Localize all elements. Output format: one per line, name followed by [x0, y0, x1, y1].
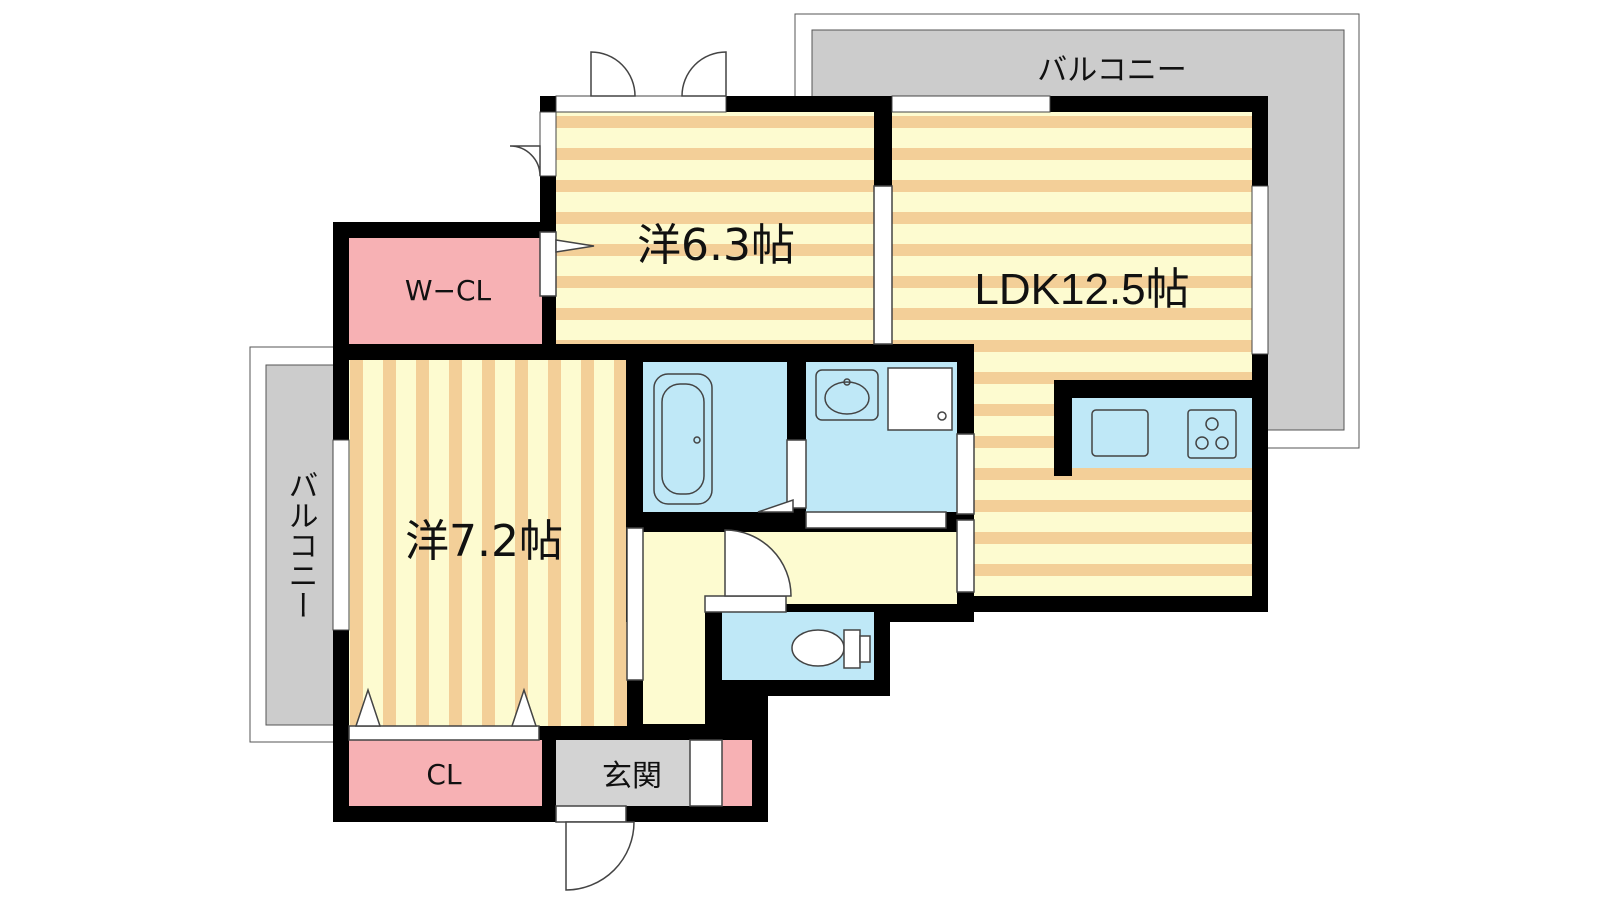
entrance-floor [556, 740, 706, 806]
closet-label: CL [426, 758, 462, 791]
toilet-icon [791, 629, 871, 669]
hall-floor [643, 532, 957, 604]
entrance-label: 玄関 [602, 759, 662, 794]
washing-machine-space [887, 367, 953, 431]
western-room-a-label: 洋6.3帖 [637, 220, 795, 271]
windows [332, 95, 1269, 631]
door-swings [509, 51, 792, 891]
kitchen-counter [1054, 380, 1252, 476]
entrance-shoe-closet [722, 740, 752, 806]
western-room-a-floor [556, 112, 874, 344]
ldk-label: LDK12.5帖 [974, 265, 1189, 314]
balcony-left-label: バルコニー [283, 470, 318, 620]
bathtub-icon [653, 373, 713, 505]
closet-floor [349, 740, 542, 806]
doors [348, 185, 975, 823]
washbasin-icon [815, 369, 879, 421]
kitchen-sink-icon [1091, 409, 1149, 457]
western-room-b-label: 洋7.2帖 [405, 516, 563, 567]
closet-door-marks [354, 239, 794, 727]
balcony-top-label: バルコニー [1037, 53, 1186, 88]
stove-icon [1187, 409, 1237, 459]
hall-floor-lower [643, 596, 705, 724]
walk-in-closet-floor [349, 238, 542, 344]
balcony-left [249, 346, 337, 743]
western-room-b-floor [349, 360, 627, 726]
walk-in-closet-label: W−CL [405, 274, 492, 307]
